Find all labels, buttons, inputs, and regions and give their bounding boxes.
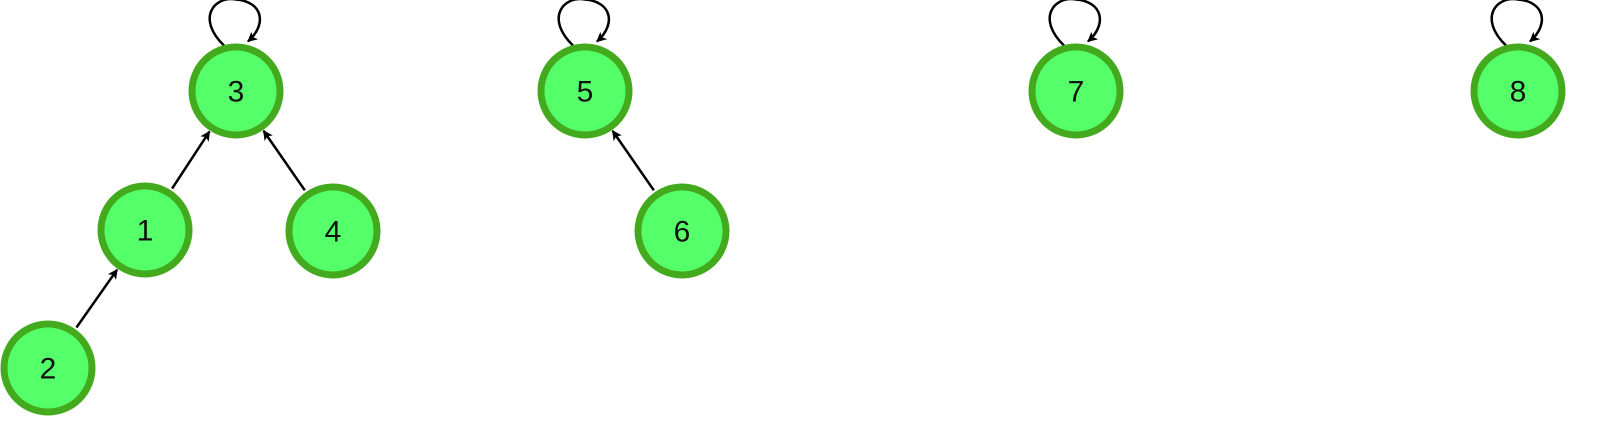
self-loop-7 xyxy=(1048,0,1102,47)
node-circle xyxy=(285,183,381,279)
node-7: 7 xyxy=(1028,43,1124,139)
node-label: 3 xyxy=(228,76,245,109)
edge-1-to-3 xyxy=(171,130,211,190)
nodes-layer: 3 1 4 2 5 6 7 8 xyxy=(0,43,1566,416)
edges-layer xyxy=(75,0,1544,329)
node-circle xyxy=(1470,43,1566,139)
edge-6-to-5 xyxy=(611,130,655,192)
node-circle xyxy=(97,182,193,278)
node-5: 5 xyxy=(537,43,633,139)
node-label: 5 xyxy=(577,76,594,109)
edge-4-to-3 xyxy=(262,130,306,192)
node-circle xyxy=(634,183,730,279)
node-circle xyxy=(0,320,96,416)
node-label: 8 xyxy=(1510,76,1527,109)
self-loop-5 xyxy=(557,0,611,47)
node-label: 6 xyxy=(674,216,691,249)
node-2: 2 xyxy=(0,320,96,416)
node-circle xyxy=(537,43,633,139)
self-loop-8 xyxy=(1490,0,1544,47)
node-label: 1 xyxy=(137,215,154,248)
node-8: 8 xyxy=(1470,43,1566,139)
self-loop-3 xyxy=(208,0,262,47)
node-label: 2 xyxy=(40,353,57,386)
node-label: 4 xyxy=(325,216,342,249)
edge-2-to-1 xyxy=(75,268,119,329)
node-4: 4 xyxy=(285,183,381,279)
node-6: 6 xyxy=(634,183,730,279)
node-1: 1 xyxy=(97,182,193,278)
node-label: 7 xyxy=(1068,76,1085,109)
node-3: 3 xyxy=(188,43,284,139)
node-circle xyxy=(1028,43,1124,139)
node-circle xyxy=(188,43,284,139)
